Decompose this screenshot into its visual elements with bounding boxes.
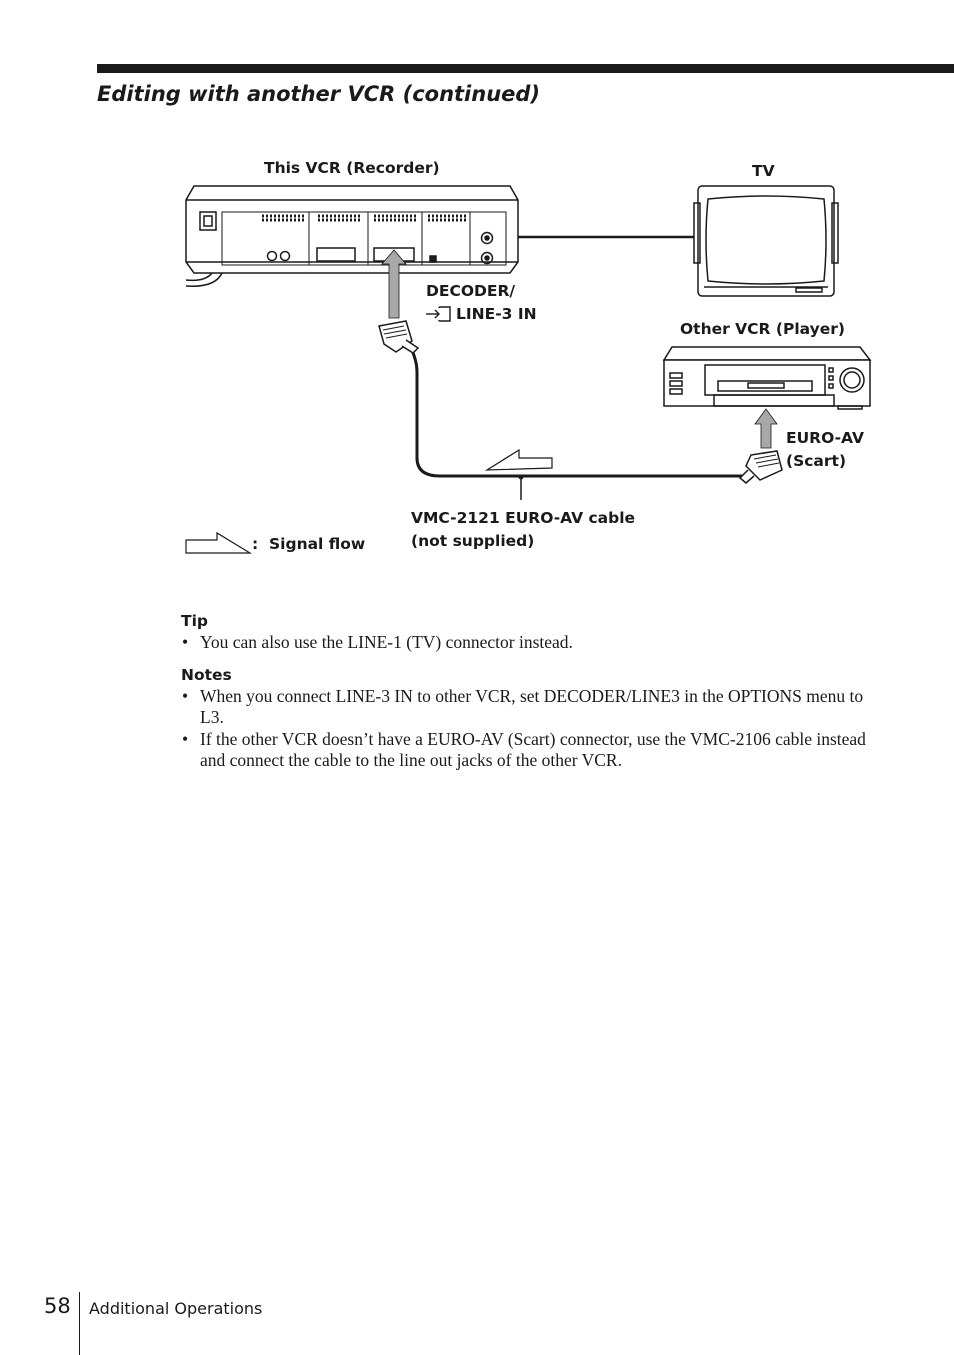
scart-cable — [408, 345, 748, 478]
euroav-label-line2: (Scart) — [786, 452, 847, 470]
tip-list: •You can also use the LINE-1 (TV) connec… — [181, 632, 881, 654]
cable-label-line2: (not supplied) — [411, 532, 535, 550]
player-vcr-illustration — [662, 346, 872, 410]
tip-heading: Tip — [181, 612, 208, 630]
tv-label: TV — [752, 162, 775, 180]
decoder-line3-label: DECODER/ LINE-3 IN — [426, 280, 537, 326]
scart-plug-player — [738, 450, 783, 484]
page-number: 58 — [44, 1294, 71, 1318]
cable-label: VMC-2121 EURO-AV cable (not supplied) — [411, 507, 635, 553]
decoder-label-line1: DECODER/ — [426, 282, 516, 300]
scart-plug-recorder — [378, 320, 420, 354]
recorder-label: This VCR (Recorder) — [264, 159, 440, 177]
euroav-label: EURO-AV (Scart) — [786, 427, 864, 473]
player-label: Other VCR (Player) — [680, 320, 845, 338]
list-item: •When you connect LINE-3 IN to other VCR… — [182, 685, 864, 728]
footer-divider — [79, 1292, 80, 1355]
notes-section: Tip •You can also use the LINE-1 (TV) co… — [181, 610, 881, 782]
tv-illustration — [693, 185, 839, 297]
legend-arrow-icon — [185, 531, 253, 554]
signal-arrow-from-player — [754, 408, 778, 449]
cable-label-line1: VMC-2121 EURO-AV cable — [411, 509, 636, 527]
footer-section-title: Additional Operations — [89, 1299, 263, 1318]
notes-list: •When you connect LINE-3 IN to other VCR… — [181, 686, 881, 772]
signal-arrow-to-recorder — [381, 249, 407, 319]
recorder-vcr-illustration — [185, 185, 519, 287]
signal-flow-arrow — [484, 448, 553, 471]
notes-heading: Notes — [181, 665, 232, 684]
legend-label: : Signal flow — [252, 535, 366, 553]
line-in-icon — [426, 306, 451, 322]
euroav-label-line1: EURO-AV — [786, 429, 864, 447]
list-item: •If the other VCR doesn’t have a EURO-AV… — [182, 728, 866, 771]
list-item: •You can also use the LINE-1 (TV) connec… — [182, 632, 573, 652]
header-rule — [97, 64, 954, 73]
page-title: Editing with another VCR (continued) — [97, 82, 541, 106]
connection-diagram — [185, 185, 872, 554]
decoder-label-line2: LINE-3 IN — [456, 305, 537, 323]
